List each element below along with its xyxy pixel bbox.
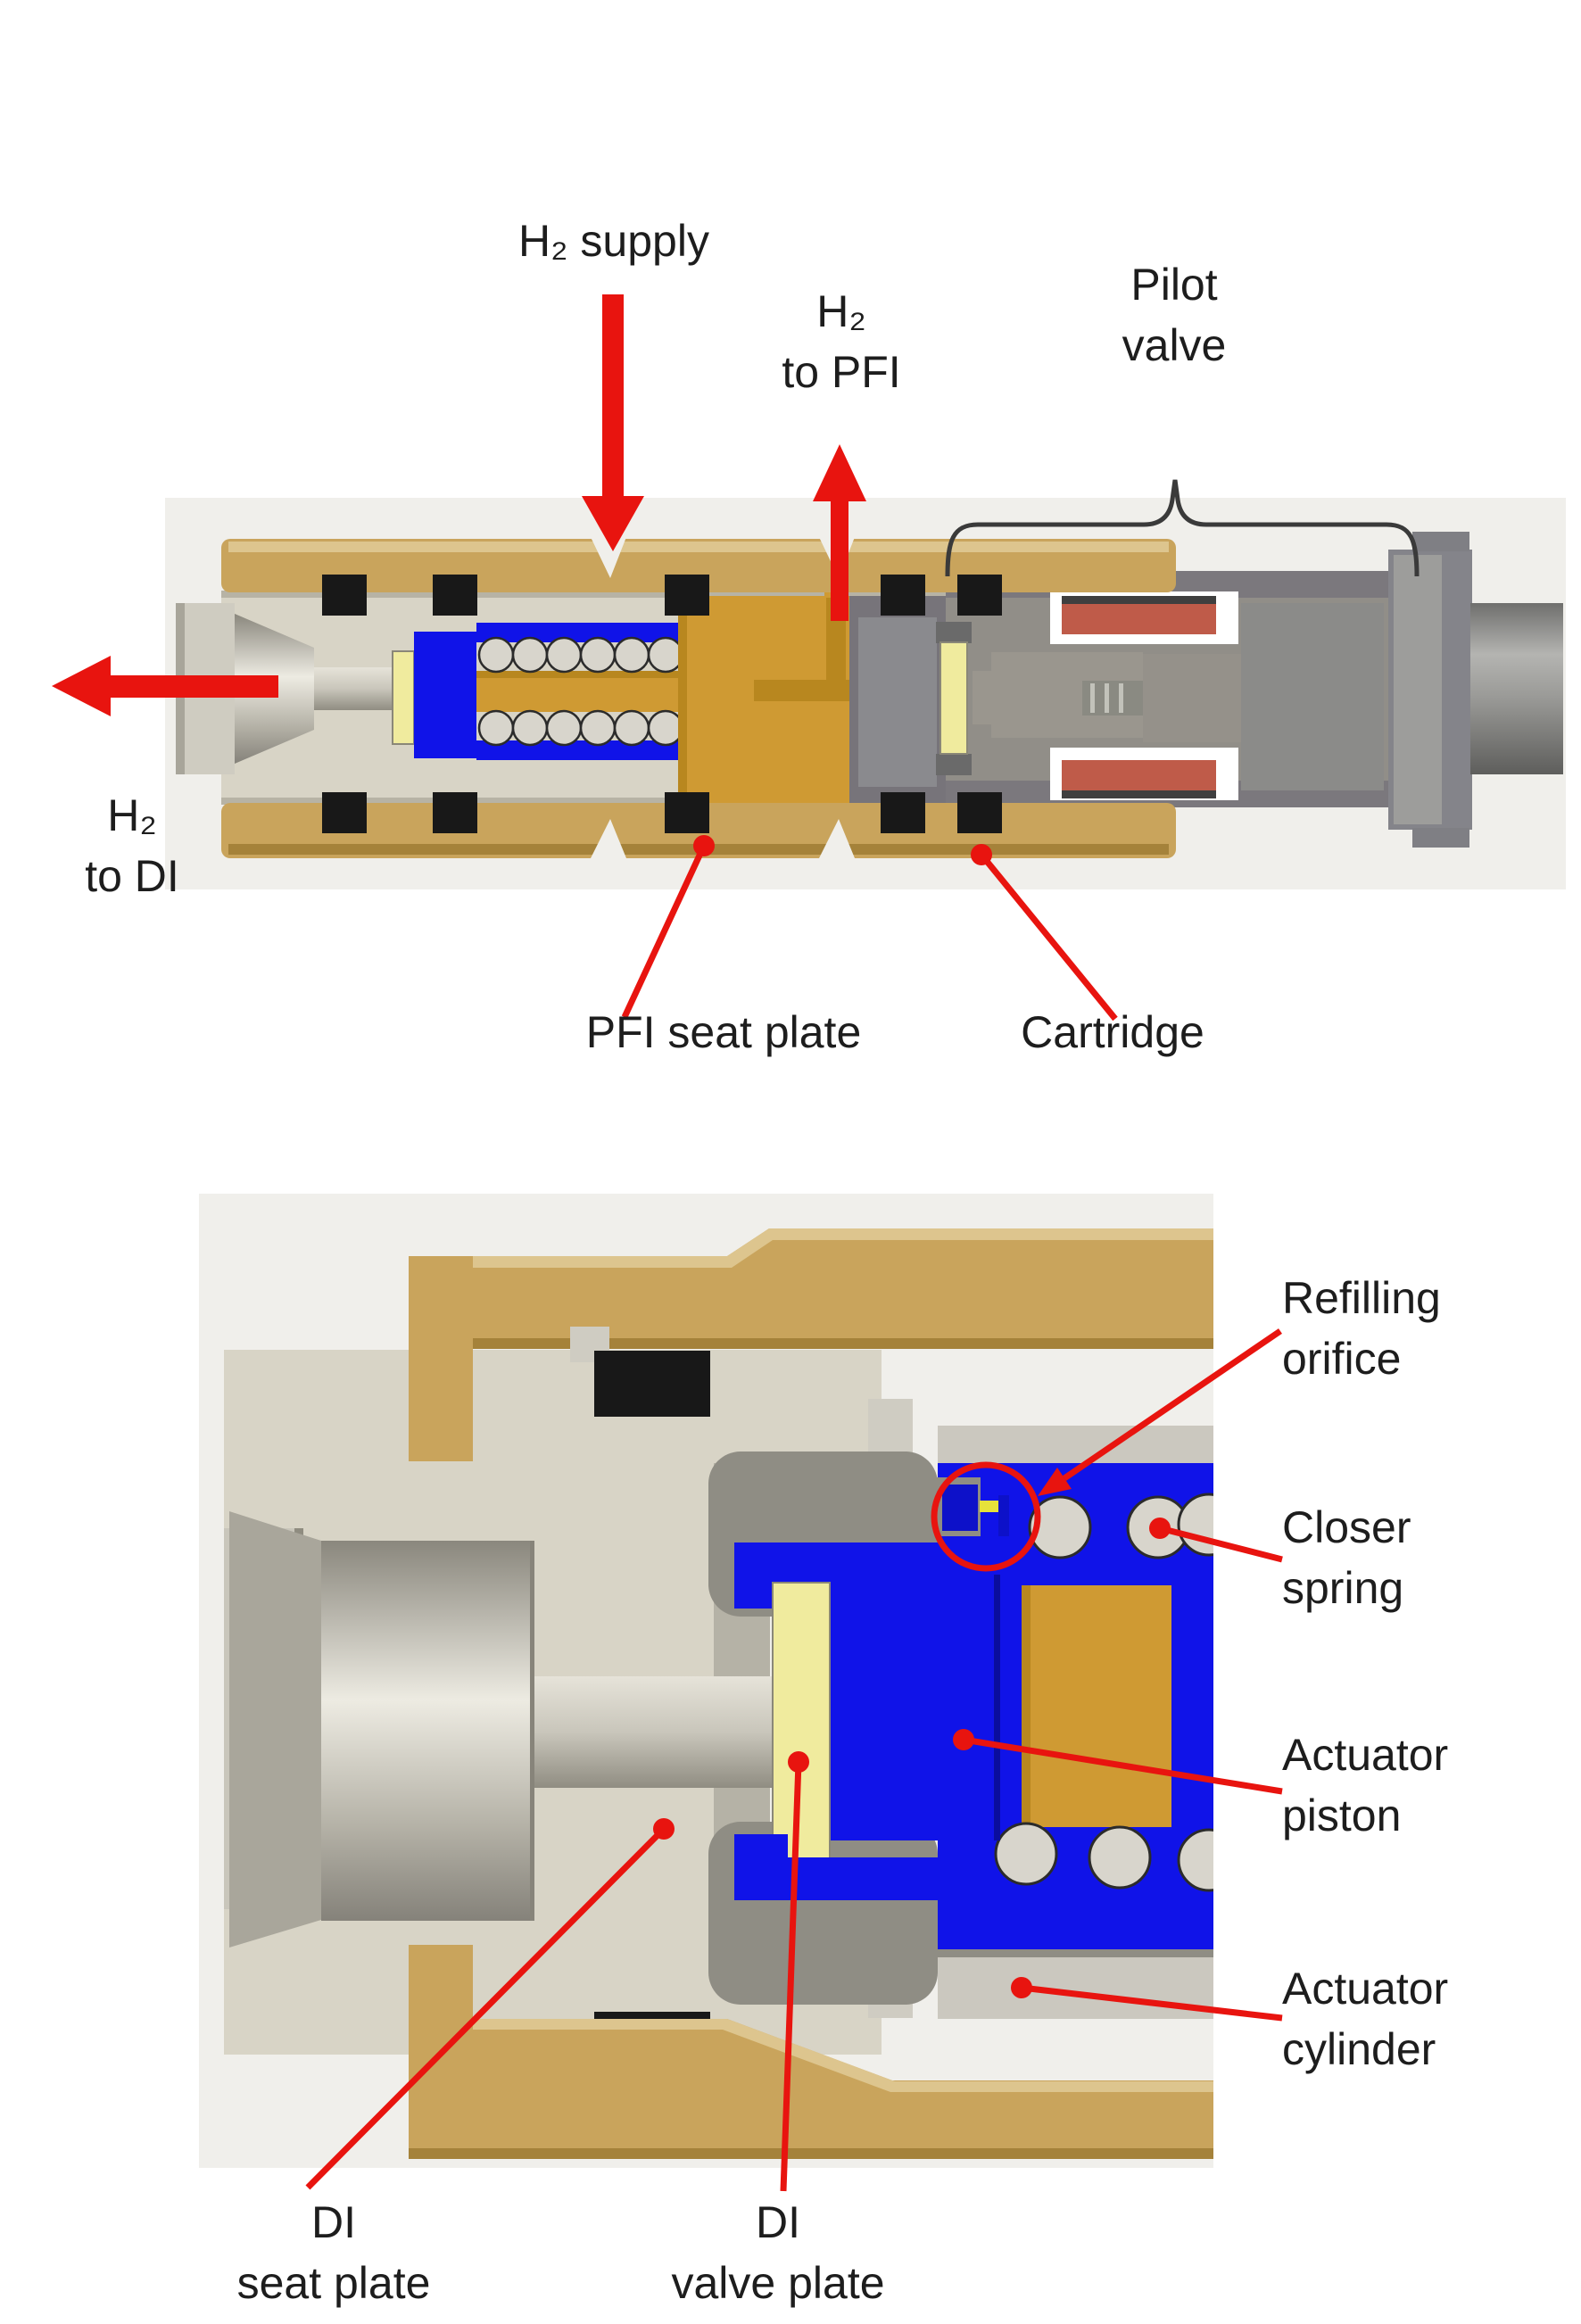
label-pfi-seat-plate: PFI seat plate (585, 1007, 862, 1057)
figure-bottom-valve-detail (199, 1194, 1213, 2168)
gold-body-top (409, 1228, 1213, 1461)
pilot-valve-brace (945, 479, 1420, 577)
closer-spring-leader (1149, 1518, 1283, 1563)
refilling-orifice-leader (1038, 1328, 1282, 1496)
label-di-valve-plate: DI valve plate (671, 2197, 885, 2308)
actuator-piston-block (829, 1575, 1000, 1840)
annotations (52, 294, 1420, 2192)
o-ring-seals (322, 575, 1002, 833)
cartridge-leader (971, 844, 1118, 1021)
pfi-plate-holder (414, 632, 476, 758)
label-h2-supply: H₂ supply (518, 216, 709, 266)
h2-to-pfi-arrow (813, 444, 866, 621)
h2-supply-arrow (582, 294, 644, 551)
label-di-seat-plate: DI seat plate (236, 2197, 431, 2308)
di-seat-plate-leader (305, 1818, 675, 2190)
pfi-valve-plate (392, 650, 415, 745)
pilot-valve-plate (939, 641, 968, 755)
label-cartridge: Cartridge (1021, 1007, 1204, 1057)
connector-cylinder (1470, 603, 1563, 774)
h2-to-di-arrow (52, 656, 278, 716)
pilot-valve-section (849, 571, 1399, 807)
connector-end (1388, 532, 1563, 848)
solenoid-coil-lower (1050, 748, 1238, 800)
pfi-spring-coils (477, 636, 684, 747)
refilling-orifice-hole (980, 1501, 998, 1512)
di-valve-plate-part (772, 1582, 831, 1883)
pfi-spring-assembly (392, 623, 684, 760)
di-valve-plate-leader (780, 1751, 809, 2192)
label-h2-to-di: H₂ to DI (85, 790, 179, 901)
refilling-orifice-circle (931, 1461, 1041, 1572)
refilling-orifice-detail (934, 1477, 1009, 1536)
pfi-seat-plate-leader (621, 835, 715, 1019)
label-pilot-valve: Pilot valve (1122, 260, 1227, 370)
nozzle-bore (321, 1541, 534, 1921)
di-needle-stem (534, 1676, 773, 1788)
solenoid-coil-upper (1050, 591, 1238, 644)
label-closer-spring: Closer spring (1282, 1502, 1411, 1613)
figure-top-valve (165, 498, 1566, 889)
label-actuator-piston: Actuator piston (1282, 1730, 1449, 1840)
actuator-piston-leader (953, 1729, 1283, 1795)
valve-needle (314, 667, 400, 710)
label-h2-to-pfi: H₂ to PFI (782, 286, 901, 397)
h2-supply-port-notch (591, 537, 626, 578)
label-refilling-orifice: Refilling orifice (1282, 1273, 1441, 1384)
di-nozzle-detail (224, 1511, 773, 1948)
spring-seat-block (1022, 1585, 1171, 1827)
actuator-cylinder-leader (1011, 1977, 1283, 2022)
di-o-ring-top (594, 1351, 710, 1417)
nozzle-cone-detail (229, 1511, 321, 1948)
label-actuator-cylinder: Actuator cylinder (1282, 1964, 1449, 2074)
